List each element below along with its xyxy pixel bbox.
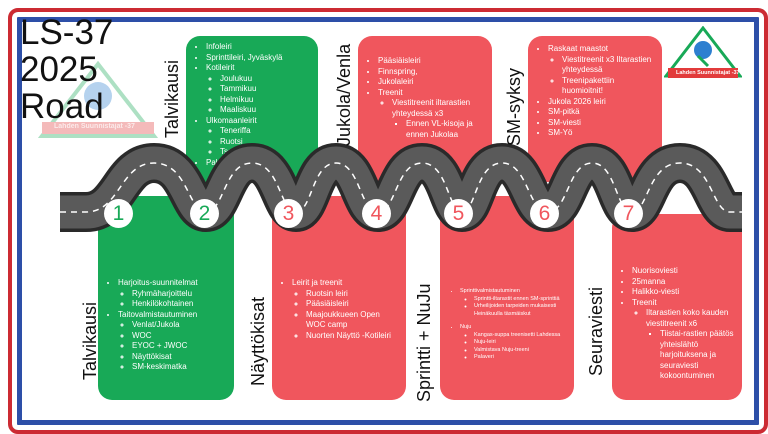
list-item: Sprinttivalmistautuminen Sprintti-iltara…	[460, 288, 568, 318]
list-item: EYOC + JWOC	[132, 341, 228, 352]
list-item: Valmistava Nuju-treeni	[474, 347, 568, 355]
stage-6-label: SM-syksy	[504, 68, 524, 146]
list-item: Leirit ja treenit Ruotsin leiri Pääsiäis…	[292, 278, 400, 341]
list-item: Sprintti-iltarastit ennen SM-sprinttiä	[474, 296, 568, 304]
list-item: Nuju Kangas-suppa treenisetti Lahdessa N…	[460, 324, 568, 362]
list-item: Taitovalmistautuminen Venlat/Jukola WOC …	[118, 310, 228, 373]
stage-5-number: 5	[444, 199, 473, 228]
list-item: Treenipakettiin huomioitnit!	[562, 76, 656, 97]
list-item: Venlat/Jukola	[132, 320, 228, 331]
page-border	[8, 8, 768, 434]
stage-2-number: 2	[190, 199, 219, 228]
list-item: Maaliskuu	[220, 105, 312, 116]
list-item: Helmikuu	[220, 95, 312, 106]
stage-6-number: 6	[530, 199, 559, 228]
list-item: Ryhmäharjoittelu	[132, 289, 228, 300]
club-logo-right-text: Lahden Suunnistajat -37	[676, 70, 740, 76]
list-item: Iltarastien koko kauden viestitreenit x6…	[646, 308, 736, 382]
stage-2-list: Infoleiri Sprinttileiri, Jyväskylä Kotil…	[190, 42, 312, 168]
list-item: Henkilökohtainen	[132, 299, 228, 310]
list-item: SM-pitkä	[548, 107, 656, 118]
stage-6-list: Raskaat maastot Viestitreenit x3 Iltaras…	[532, 44, 656, 139]
list-item: Palaveri	[474, 354, 568, 362]
list-item: Sprinttileiri, Jyväskylä	[206, 53, 312, 64]
club-logo-right	[662, 25, 744, 87]
title-line-1: LS-37	[20, 13, 114, 52]
title-line-2: 2025	[20, 50, 98, 89]
stage-7-number: 7	[614, 199, 643, 228]
list-item: Treenit Viestitreenit iltarastien yhteyd…	[378, 88, 486, 141]
stage-7-card: Nuorisoviesti 25manna Halikko-viesti Tre…	[612, 214, 742, 400]
stage-1-label: Talvikausi	[80, 301, 100, 380]
list-item: Näyttökisat	[132, 352, 228, 363]
list-item: Tammikuu	[220, 84, 312, 95]
page-title: LS-37 2025 Road	[20, 14, 113, 125]
list-item: Raskaat maastot Viestitreenit x3 Iltaras…	[548, 44, 656, 97]
list-item: Tiistai-rastien päätös yhteislähtö harjo…	[660, 329, 736, 382]
stage-1-number: 1	[104, 199, 133, 228]
title-line-3: Road	[20, 87, 104, 126]
list-item: Joulukuu	[220, 74, 312, 85]
list-item: Pääsiäisleiri	[378, 56, 486, 67]
stage-4-number: 4	[362, 199, 391, 228]
stage-3-list: Leirit ja treenit Ruotsin leiri Pääsiäis…	[276, 278, 400, 341]
list-item: SM-Yö	[548, 128, 656, 139]
list-item: Jukola 2026 leiri	[548, 97, 656, 108]
list-item: Harjoitus-suunnitelmat Ryhmäharjoittelu …	[118, 278, 228, 310]
list-item: Kotileirit Joulukuu Tammikuu Helmikuu Ma…	[206, 63, 312, 116]
list-item: 25manna	[632, 277, 736, 288]
list-item: Viestitreenit iltarastien yhteydessä x3 …	[392, 98, 486, 140]
list-item: WOC	[132, 331, 228, 342]
stage-5-list: Sprinttivalmistautuminen Sprintti-iltara…	[444, 288, 568, 362]
list-item: Maajoukkueen Open WOC camp	[306, 310, 400, 331]
stage-7-label: Seuraviesti	[586, 286, 606, 376]
list-item: Pääsiäisleiri	[306, 299, 400, 310]
list-item: Treenit Iltarastien koko kauden viestitr…	[632, 298, 736, 382]
list-item: Ruotsi	[220, 137, 312, 148]
list-item: Halikko-viesti	[632, 287, 736, 298]
stage-2-label: Talvikausi	[162, 59, 182, 138]
list-item: Ruotsin leiri	[306, 289, 400, 300]
list-item: Viestitreenit x3 Iltarastien yhteydessä	[562, 55, 656, 76]
stage-4-list: Pääsiäisleiri Finnspring, Jukolaleiri Tr…	[362, 56, 486, 140]
stage-3-number: 3	[274, 199, 303, 228]
list-item: SM-viesti	[548, 118, 656, 129]
list-item: Finnspring,	[378, 67, 486, 78]
club-logo-left	[37, 60, 159, 145]
stage-7-list: Nuorisoviesti 25manna Halikko-viesti Tre…	[616, 266, 736, 382]
list-item: Nuorisoviesti	[632, 266, 736, 277]
list-item: Ennen VL-kisoja ja ennen Jukolaa	[406, 119, 486, 140]
stage-1-list: Harjoitus-suunnitelmat Ryhmäharjoittelu …	[102, 278, 228, 373]
stage-4-label: Jukola/Venla	[334, 43, 354, 146]
list-item: Urheilijoiden tarpeiden mukaisesti Heinä…	[474, 303, 568, 318]
list-item: SM-keskimatka	[132, 362, 228, 373]
list-item: Nuju-leiri	[474, 339, 568, 347]
list-item: Infoleiri	[206, 42, 312, 53]
list-item: Kangas-suppa treenisetti Lahdessa	[474, 332, 568, 340]
stage-5-label: Sprintti + NuJu	[414, 283, 434, 402]
list-item: Jukolaleiri	[378, 77, 486, 88]
club-logo-left-text: Lahden Suunnistajat -37	[54, 123, 135, 130]
stage-6-card: Raskaat maastot Viestitreenit x3 Iltaras…	[528, 36, 662, 182]
stage-3-label: Näyttökisat	[248, 296, 268, 386]
list-item: Nuorten Näyttö -Kotileiri	[306, 331, 400, 342]
list-item: Teneriffa	[220, 126, 312, 137]
